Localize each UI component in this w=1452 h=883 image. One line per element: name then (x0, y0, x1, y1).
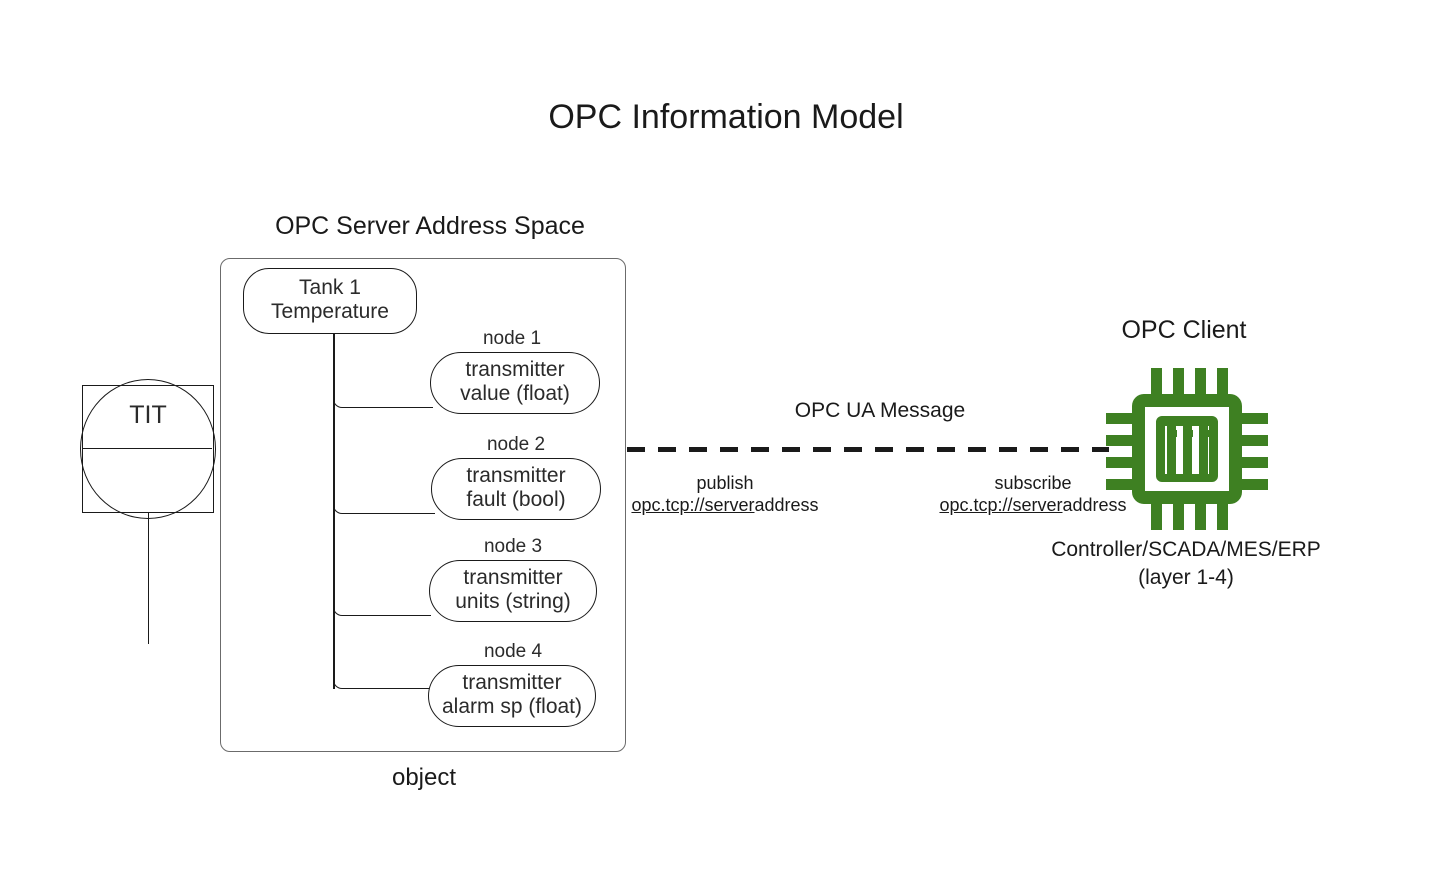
opc-client-caption: OPC Client (1121, 316, 1247, 344)
node-4-label: node 4 (483, 641, 543, 662)
subscribe-uri-link[interactable]: opc.tcp://server (939, 494, 1063, 515)
tree-branch-node-1 (333, 326, 433, 408)
node-1-text: transmitter value (float) (460, 357, 570, 405)
publish-uri: opc.tcp://serveraddress (610, 495, 840, 517)
cpu-chip-icon (1104, 366, 1270, 532)
opc-ua-message-label: OPC UA Message (794, 399, 966, 422)
tree-branch-node-3 (333, 512, 431, 616)
subscribe-verb: subscribe (994, 473, 1072, 493)
publish-endpoint: publish opc.tcp://serveraddress (610, 473, 840, 517)
server-address-space-caption: OPC Server Address Space (275, 212, 585, 240)
node-tank-1-temperature-text: Tank 1 Temperature (271, 275, 389, 323)
instrument-tag-label: TIT (129, 401, 167, 429)
instrument-symbol-divider (82, 448, 212, 449)
tree-branch-node-4 (333, 614, 431, 689)
page-title: OPC Information Model (548, 98, 904, 136)
subscribe-endpoint: subscribe opc.tcp://serveraddress (918, 473, 1148, 517)
publish-uri-link[interactable]: opc.tcp://server (631, 494, 755, 515)
node-3-label: node 3 (483, 536, 543, 557)
opc-ua-message-dashed-link (627, 447, 1109, 452)
subscribe-uri-rest: address (1062, 494, 1127, 515)
object-caption: object (391, 764, 457, 791)
node-2[interactable]: transmitter fault (bool) (431, 458, 601, 520)
address-space-container (220, 258, 626, 752)
node-2-text: transmitter fault (bool) (466, 463, 566, 511)
instrument-process-stem (148, 513, 149, 644)
publish-verb: publish (696, 473, 754, 493)
tree-trunk (333, 334, 335, 689)
node-1-label: node 1 (482, 328, 542, 349)
tree-branch-node-2 (333, 406, 435, 514)
node-4-text: transmitter alarm sp (float) (441, 670, 583, 718)
node-1[interactable]: transmitter value (float) (430, 352, 600, 414)
subscribe-uri: opc.tcp://serveraddress (918, 495, 1148, 517)
node-2-label: node 2 (486, 434, 546, 455)
node-3[interactable]: transmitter units (string) (429, 560, 597, 622)
instrument-symbol-circle (80, 379, 216, 519)
node-tank-1-temperature[interactable]: Tank 1 Temperature (243, 268, 417, 334)
node-3-text: transmitter units (string) (455, 565, 571, 613)
opc-client-subtitle: Controller/SCADA/MES/ERP (layer 1-4) (1051, 538, 1321, 590)
node-4[interactable]: transmitter alarm sp (float) (428, 665, 596, 727)
publish-uri-rest: address (754, 494, 819, 515)
